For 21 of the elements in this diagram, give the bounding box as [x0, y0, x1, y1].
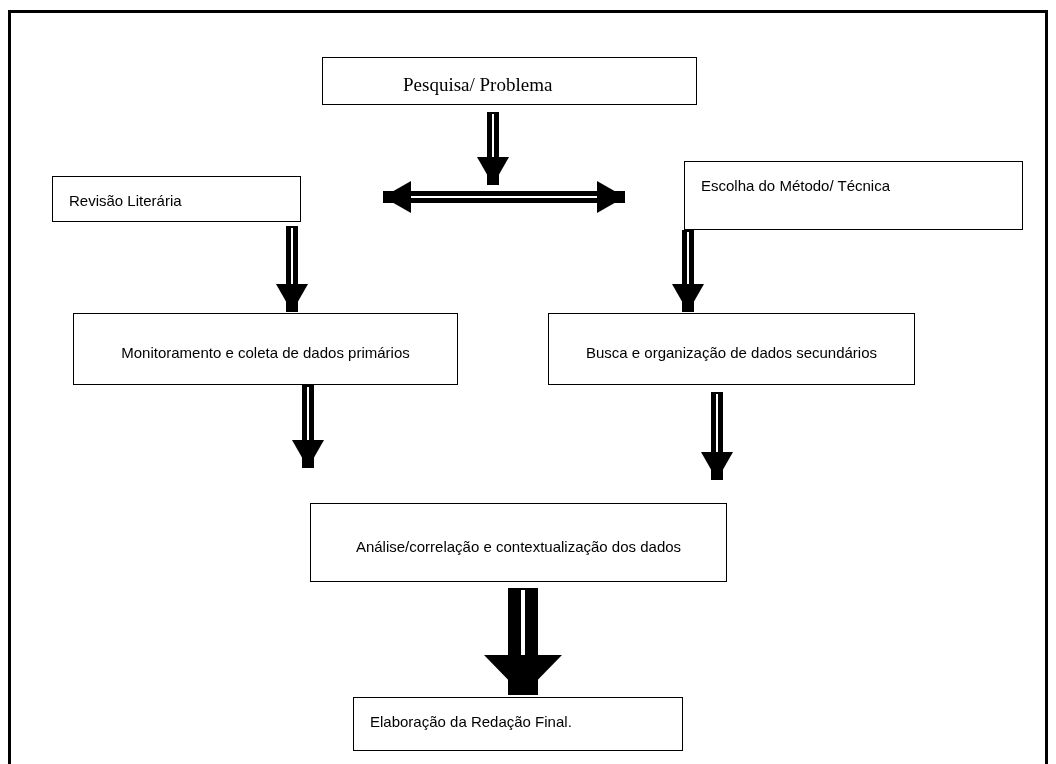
block-arrow [292, 385, 324, 468]
box-text: Pesquisa/ Problema [403, 73, 554, 98]
box-text: Monitoramento e coleta de dados primários [120, 343, 411, 364]
block-arrow [276, 226, 308, 312]
block-arrow [672, 230, 704, 312]
process-box [548, 313, 915, 385]
block-arrow [484, 588, 562, 695]
box-text: Elaboração da Redação Final. [370, 712, 573, 732]
box-text: Revisão Literária [69, 191, 183, 211]
process-box [310, 503, 727, 582]
block-arrow [701, 392, 733, 480]
process-box [73, 313, 458, 385]
process-box [353, 697, 683, 751]
block-arrow [383, 181, 625, 213]
box-text: Análise/correlação e contextualização dos dados [354, 536, 683, 557]
process-box [322, 57, 697, 105]
box-text: Escolha do Método/ Técnica [701, 176, 891, 196]
process-box [684, 161, 1023, 230]
box-text: Busca e organização de dados secundários [585, 343, 878, 364]
process-box [52, 176, 301, 222]
block-arrow [477, 112, 509, 185]
